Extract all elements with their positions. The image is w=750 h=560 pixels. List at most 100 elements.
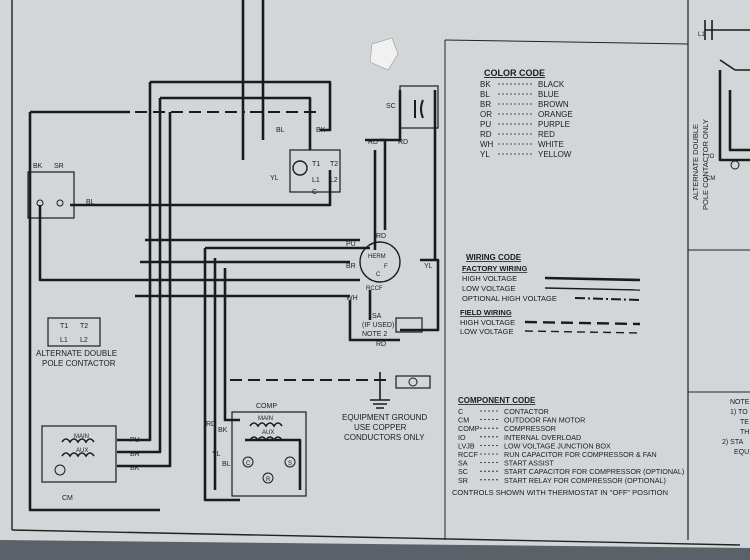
component-code-abbrev: RCCF — [458, 450, 479, 459]
color-code-abbrev: YL — [480, 150, 490, 159]
fan-motor-box — [41, 425, 117, 483]
comp-terminal-r-icon — [262, 472, 274, 484]
contactor-l1-label: L1 — [312, 177, 320, 184]
right-panel-cm-label: CM — [706, 176, 715, 182]
sr-bl-label: BL — [86, 199, 95, 206]
right-panel-alt-contactor: ALTERNATE DOUBLE POLE CONTACTOR ONLY L1 … — [691, 20, 750, 456]
component-code-name: CONTACTOR — [504, 407, 549, 416]
color-code-abbrev: WH — [480, 140, 494, 149]
sa-if-used-label: (IF USED) — [362, 322, 394, 329]
contactor-c-label: C — [312, 189, 317, 196]
contactor-t1-label: T1 — [312, 161, 320, 168]
color-code-abbrev: BL — [480, 90, 490, 99]
cm-main-winding-icon — [61, 438, 95, 444]
alt-l2-label: L2 — [80, 337, 88, 344]
contactor-yl-label: YL — [270, 175, 279, 182]
color-code-abbrev: BK — [480, 80, 491, 89]
right-panel-l1-label: L1 — [698, 32, 705, 38]
sa-label: SA — [372, 313, 382, 320]
wire-sr-to-cap — [38, 205, 360, 282]
right-panel-io-icon — [730, 160, 740, 170]
ground-note-3: CONDUCTORS ONLY — [344, 433, 425, 442]
bottom-border — [11, 529, 741, 546]
sa-rd-label: RD — [376, 341, 386, 348]
component-code-name: START RELAY FOR COMPRESSOR (OPTIONAL) — [504, 476, 666, 485]
sc-plate-2 — [420, 99, 424, 119]
wire-pu — [117, 82, 152, 442]
wiring-code-title: WIRING CODE — [466, 253, 522, 262]
run-capacitor-icon — [359, 241, 401, 283]
wire-top-loop-2 — [160, 96, 312, 150]
alt-l1-label: L1 — [60, 337, 68, 344]
cm-aux-winding-icon — [61, 452, 95, 458]
wire-rd-comp — [203, 248, 240, 502]
factory-high-line — [544, 276, 641, 282]
field-wiring-label: FIELD WIRING — [460, 308, 512, 317]
factory-optional-label: OPTIONAL HIGH VOLTAGE — [462, 294, 557, 303]
right-panel-io-label: IO — [708, 154, 715, 160]
comp-c-label: C — [246, 461, 251, 467]
color-code-name: BLACK — [538, 80, 565, 89]
component-code-abbrev: LVJB — [458, 441, 475, 450]
rccf-c-label: C — [376, 272, 381, 278]
wire-top-loop — [150, 80, 332, 132]
cm-io-icon — [54, 464, 66, 476]
alt-contactor-box — [47, 317, 101, 347]
sheet-bottom-edge — [0, 540, 750, 560]
contactor-bk-label: BK — [316, 127, 326, 134]
contactor-l2-label: L2 — [330, 177, 338, 184]
component-code-abbrev: SC — [458, 467, 468, 476]
sc-rd-label-2: RD — [398, 139, 408, 146]
notes-line-5: 2) STA — [722, 439, 744, 446]
torn-label-patch — [369, 37, 399, 71]
ground-note-2: USE COPPER — [354, 423, 407, 432]
rccf-herm-label: HERM — [368, 254, 386, 260]
ground-lug-icon — [408, 377, 418, 387]
wire-br — [117, 98, 162, 454]
factory-wiring-label: FACTORY WIRING — [462, 264, 527, 273]
cm-main-label: MAIN — [74, 434, 89, 440]
wire-left-loop — [28, 112, 160, 512]
right-panel-switch-icon — [719, 59, 750, 71]
contactor-bl-label: BL — [276, 127, 285, 134]
component-code-abbrev: COMP — [458, 424, 480, 433]
ground-note-1: EQUIPMENT GROUND — [342, 413, 427, 422]
rccf-pu-label: PU — [346, 241, 356, 248]
component-code-name: COMPRESSOR — [504, 424, 556, 433]
component-code-abbrev: IO — [458, 433, 466, 442]
right-panel-wire-2 — [728, 90, 750, 152]
start-assist-box — [395, 317, 423, 333]
sc-label: SC — [386, 103, 396, 110]
contactor-box — [289, 149, 341, 193]
rccf-f-label: F — [384, 264, 388, 270]
color-code-title: COLOR CODE — [484, 68, 545, 78]
color-code-name: PURPLE — [538, 120, 570, 129]
right-panel-contact-icon — [704, 20, 750, 40]
color-code-abbrev: RD — [480, 130, 492, 139]
right-panel-rotated-1: ALTERNATE DOUBLE — [691, 124, 700, 200]
comp-rd-label: RD — [206, 421, 216, 428]
component-code-name: START ASSIST — [504, 459, 555, 468]
sa-note2-label: NOTE 2 — [362, 331, 387, 338]
wire-rd-sa — [348, 300, 400, 342]
color-code-abbrev: BR — [480, 100, 491, 109]
wire-bk-fan — [117, 112, 172, 468]
field-low-label: LOW VOLTAGE — [460, 327, 513, 336]
rccf-label: RCCF — [366, 286, 383, 292]
wire-bl-mid — [70, 170, 332, 207]
comp-r-label: R — [266, 477, 271, 483]
factory-low-line — [544, 287, 641, 291]
cm-aux-label: AUX — [76, 448, 88, 454]
component-code-name: OUTDOOR FAN MOTOR — [504, 416, 585, 425]
sr-bk-label: BK — [33, 163, 43, 170]
field-high-line — [524, 320, 641, 326]
comp-aux-winding-icon — [249, 436, 283, 442]
start-relay-box — [27, 171, 75, 219]
right-panel-rotated-2: POLE CONTACTOR ONLY — [701, 119, 710, 210]
comp-bk-label: BK — [218, 427, 228, 434]
alt-t2-label: T2 — [80, 323, 88, 330]
color-code-name: BLUE — [538, 90, 559, 99]
component-code-name: RUN CAPACITOR FOR COMPRESSOR & FAN — [504, 450, 657, 459]
